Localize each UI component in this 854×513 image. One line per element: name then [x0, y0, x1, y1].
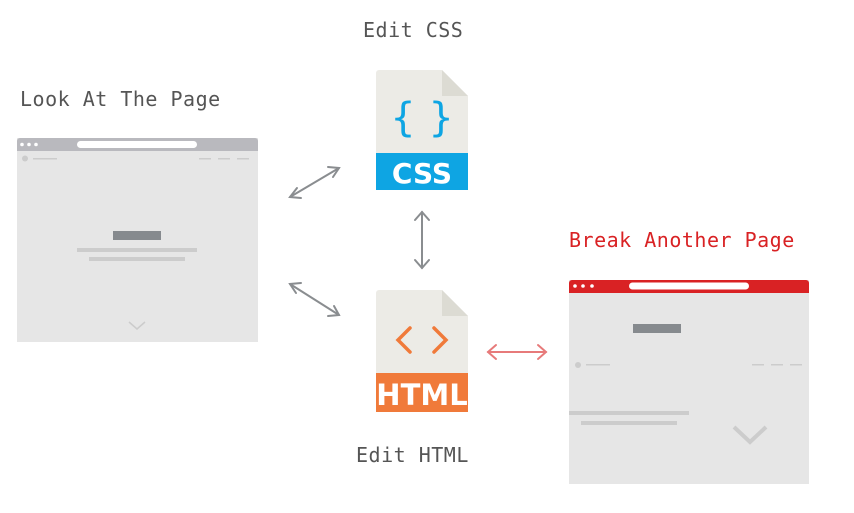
braces-icon: { }	[390, 95, 454, 141]
html-badge: HTML	[376, 378, 467, 412]
break-another-page-label: Break Another Page	[569, 228, 795, 252]
css-badge: CSS	[392, 157, 452, 190]
css-file-icon: { } CSS	[376, 70, 468, 190]
look-at-page-label: Look At The Page	[20, 87, 221, 111]
chevron-down-icon	[128, 321, 146, 330]
browser-window-broken	[569, 280, 809, 484]
edit-html-label: Edit HTML	[356, 443, 469, 467]
chevron-down-icon	[732, 425, 768, 445]
address-bar	[77, 141, 197, 148]
arrows	[288, 166, 548, 360]
double-arrow-icon	[288, 282, 341, 317]
double-arrow-icon	[288, 166, 341, 199]
code-brackets-icon	[395, 326, 412, 354]
double-arrow-icon	[414, 210, 430, 270]
edit-css-label: Edit CSS	[363, 18, 464, 42]
html-file-icon: HTML	[376, 290, 468, 412]
address-bar	[629, 282, 749, 290]
double-arrow-icon	[486, 344, 548, 360]
browser-window-current	[17, 138, 258, 342]
